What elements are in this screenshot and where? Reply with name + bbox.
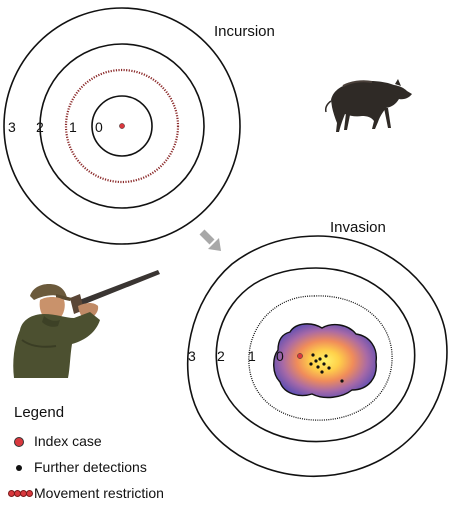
legend-item-label: Index case [34,432,102,450]
incursion-ring-label-3: 3 [8,119,16,135]
transition-arrow [202,232,221,251]
further-detection [311,353,314,356]
incursion-ring-label-1: 1 [69,119,77,135]
invasion-density-area [274,324,377,398]
incursion-ring-label-0: 0 [95,119,103,135]
further-detection [318,357,321,360]
wild-boar-icon [326,79,412,132]
legend-item-index-case: Index case [6,432,236,450]
invasion-title: Invasion [330,219,386,236]
invasion-index-case [297,353,302,358]
incursion-ring-label-2: 2 [36,119,44,135]
legend-item-label: Further detections [34,458,147,476]
further-detection [316,365,319,368]
further-detection [320,370,323,373]
incursion-index-case [119,123,124,128]
legend-item-further-detections: Further detections [6,458,236,476]
legend-item-label: Movement restriction [34,484,164,502]
further-detection [314,359,317,362]
further-detection [327,366,330,369]
further-detection [324,354,327,357]
invasion-ring-label-0: 0 [276,348,284,364]
legend-title: Legend [14,404,64,422]
index-case-icon [14,437,24,447]
incursion-diagram: Incursion 3 2 1 0 [4,8,275,244]
legend: Legend Index case Further detections Mov… [6,400,236,505]
hunter-with-rifle-icon [13,270,160,378]
further-detection [340,379,343,382]
further-detection [309,362,312,365]
further-detection [322,362,325,365]
invasion-ring-label-1: 1 [248,348,256,364]
further-detection-icon [16,465,22,471]
incursion-title: Incursion [214,23,275,40]
invasion-ring-label-3: 3 [188,348,196,364]
invasion-ring-label-2: 2 [217,348,225,364]
movement-restriction-icon [8,490,32,497]
legend-item-movement-restriction: Movement restriction [6,484,236,502]
